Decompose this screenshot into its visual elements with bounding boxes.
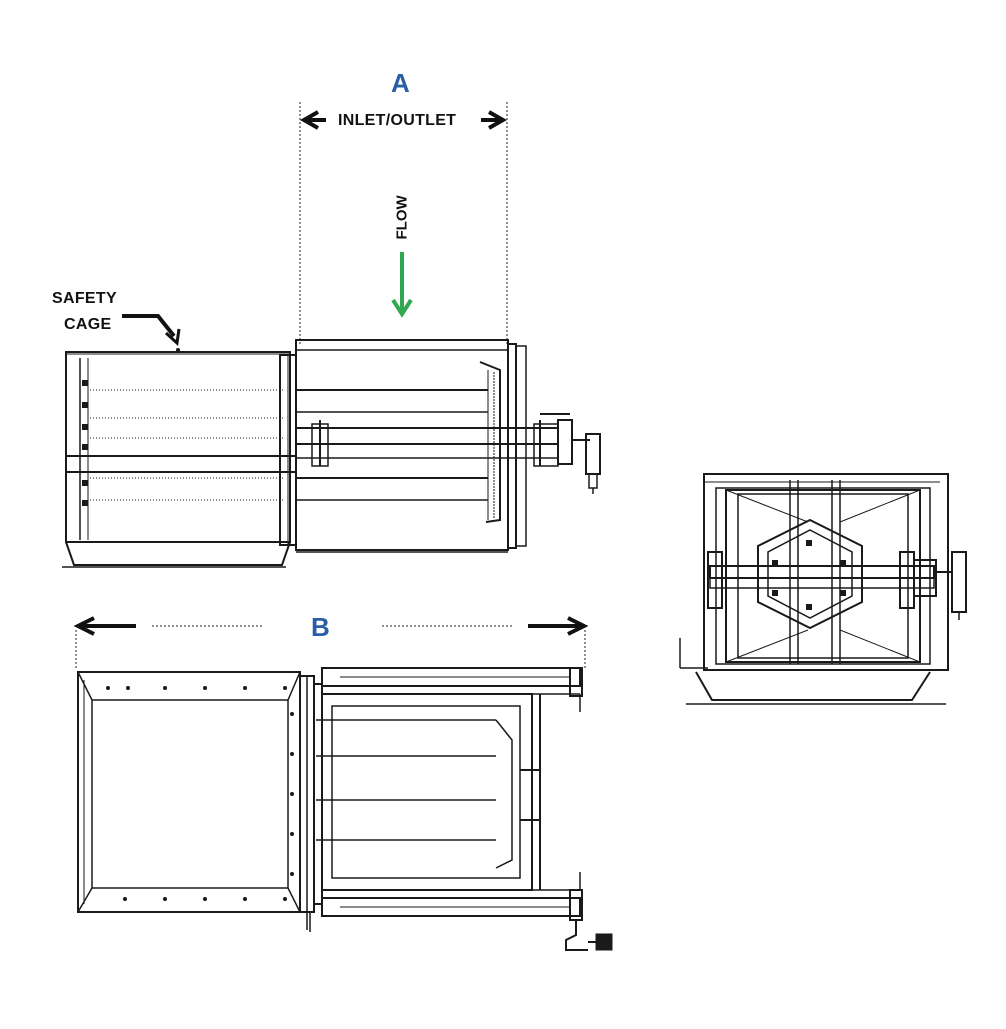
dimension-a (299, 102, 508, 345)
safety-cage-label-line1: SAFETY (52, 290, 117, 307)
flow-label: FLOW (393, 195, 411, 240)
end-view (679, 473, 967, 705)
safety-cage-leader (122, 314, 181, 347)
flow-arrow (391, 252, 413, 318)
dimension-b (73, 616, 589, 670)
safety-cage-label-line2: CAGE (64, 316, 112, 333)
dimension-a-label: A (391, 68, 410, 98)
side-elevation-view (62, 339, 601, 568)
plan-view (77, 667, 613, 951)
inlet-outlet-label: INLET/OUTLET (338, 112, 457, 129)
dimension-b-label: B (311, 612, 330, 642)
